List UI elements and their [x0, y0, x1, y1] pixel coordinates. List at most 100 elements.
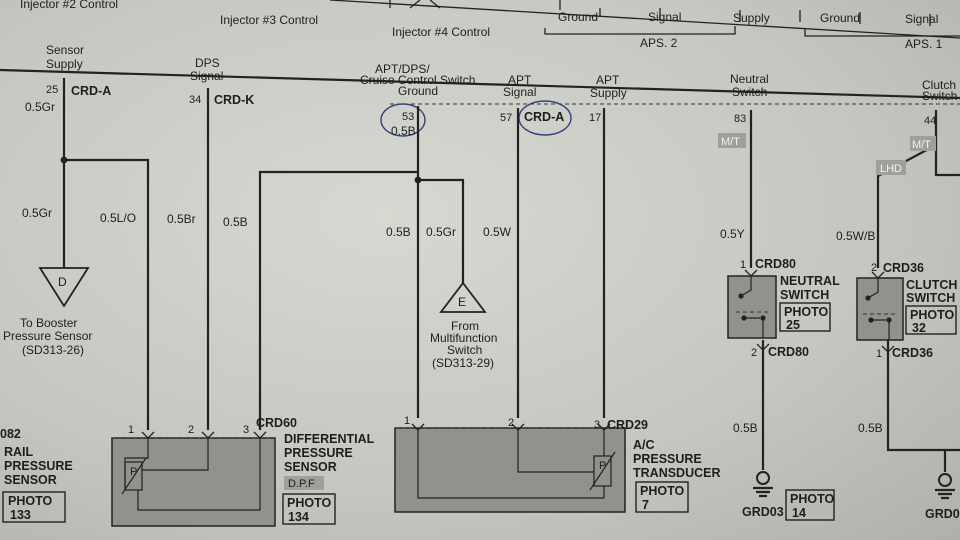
- ref-d: D: [58, 275, 67, 289]
- aps2-signal-label: Signal: [648, 10, 681, 24]
- header-neutral-2: Switch: [732, 85, 767, 99]
- wire-label: 0.5Br: [167, 212, 196, 226]
- header-dps: DPS: [195, 56, 220, 70]
- ac-label-1: A/C: [633, 438, 655, 452]
- ground-photo-number: 14: [792, 506, 806, 520]
- aps2-label: APS. 2: [640, 36, 678, 50]
- clutch-photo-number: 32: [912, 321, 926, 335]
- diff-photo-number: 134: [288, 510, 309, 524]
- triangle-d-icon: [38, 267, 90, 308]
- rail-pin-3: 3: [243, 424, 249, 436]
- pin-44: 44: [924, 115, 936, 127]
- ground-grd03: GRD03 PHOTO 14: [742, 471, 835, 521]
- wire-label: 0.5B: [858, 421, 883, 435]
- header-neutral: Neutral: [730, 72, 769, 86]
- connector-crd-a: CRD-A: [71, 84, 111, 98]
- wire-color-labels: 0.5Gr 0.5B 0.5Gr 0.5L/O 0.5Br 0.5B 0.5B …: [22, 100, 883, 435]
- connector-crd80-2: CRD80: [768, 345, 809, 359]
- ac-pin-3: 3: [594, 419, 600, 431]
- pin-34: 34: [189, 94, 201, 106]
- wire-label: 0.5B: [386, 225, 411, 239]
- connector-crd-k: CRD-K: [214, 93, 254, 107]
- injector-3-label: Injector #3 Control: [220, 13, 318, 27]
- connector-crd36: CRD36: [883, 261, 924, 275]
- clutch-photo: PHOTO: [910, 308, 954, 322]
- differential-pressure-sensor-label: DIFFERENTIAL PRESSURE SENSOR D.P.F PHOTO…: [282, 432, 375, 525]
- header-cruise-1: APT/DPS/: [375, 62, 430, 76]
- option-tags: M/T M/T LHD: [718, 133, 936, 175]
- aps2-ground-label: Ground: [558, 10, 598, 24]
- wire-label: 0.5Gr: [426, 225, 456, 239]
- ac-pin-1: 1: [404, 415, 410, 427]
- ac-label-3: TRANSDUCER: [633, 466, 721, 480]
- clutch-label-2: SWITCH: [906, 291, 955, 305]
- ground-grd0: GRD0: [925, 473, 960, 521]
- ref-booster-3: (SD313-26): [22, 343, 84, 357]
- top-connector-region: Injector #2 Control Injector #3 Control …: [20, 0, 960, 51]
- wire-label: 0.5L/O: [100, 211, 136, 225]
- pin-83: 83: [734, 113, 746, 125]
- aps2-supply-label: Supply: [733, 11, 770, 25]
- wire-label: 0.5B: [223, 215, 248, 229]
- diff-label-3: SENSOR: [284, 460, 337, 474]
- ref-mf-4: (SD313-29): [432, 356, 494, 370]
- tag-lhd: LHD: [880, 163, 902, 175]
- injector-4-label: Injector #4 Control: [392, 25, 490, 39]
- ref-booster-pressure: D To Booster Pressure Sensor (SD313-26): [3, 267, 92, 357]
- ref-multifunction: E From Multifunction Switch (SD313-29): [430, 281, 497, 370]
- header-clutch-2: Switch: [922, 89, 957, 103]
- aps1-label: APS. 1: [905, 37, 943, 51]
- ac-photo-number: 7: [642, 498, 649, 512]
- ref-mf-1: From: [451, 319, 479, 333]
- header-dps-signal: Signal: [190, 69, 223, 83]
- clutch-label-1: CLUTCH: [906, 278, 957, 292]
- header-sensor-supply-2: Supply: [46, 57, 83, 71]
- ref-mf-2: Multifunction: [430, 331, 497, 345]
- rail-pin-2: 2: [188, 424, 194, 436]
- neutral-photo-number: 25: [786, 318, 800, 332]
- wire-label: 0.5Gr: [22, 206, 52, 220]
- ref-e: E: [458, 295, 466, 309]
- tag-mt: M/T: [721, 136, 740, 148]
- diff-photo: PHOTO: [287, 496, 331, 510]
- pressure-symbol-2: P: [599, 460, 606, 472]
- column-headers: Sensor Supply DPS Signal APT/DPS/ Cruise…: [46, 43, 957, 103]
- triangle-e-icon: [439, 281, 487, 313]
- injector-2-label: Injector #2 Control: [20, 0, 118, 11]
- header-clutch: Clutch: [922, 78, 956, 92]
- neutral-label-2: SWITCH: [780, 288, 829, 302]
- header-cruise-3: Ground: [398, 84, 438, 98]
- wire-label: 0.5B: [733, 421, 758, 435]
- pin-numbers: 25 CRD-A 34 CRD-K 53 57 CRD-A 17 83 44: [46, 84, 936, 127]
- wire-harness: [60, 78, 960, 472]
- rail-label-2: PRESSURE: [4, 459, 73, 473]
- clutch-switch: 2 CRD36 CLUTCH SWITCH PHOTO 32 1 CRD36: [856, 261, 957, 360]
- rail-pressure-sensor: 082 RAIL PRESSURE SENSOR PHOTO 133 1 2 3…: [0, 416, 297, 527]
- wire-label: 0.5W/B: [836, 229, 875, 243]
- tag-mt-2: M/T: [912, 139, 931, 151]
- rail-photo-number: 133: [10, 508, 31, 522]
- connector-crd-a-2: CRD-A: [524, 110, 564, 124]
- rail-label-3: SENSOR: [4, 473, 57, 487]
- connector-crd36-2: CRD36: [892, 346, 933, 360]
- ref-mf-3: Switch: [447, 343, 482, 357]
- neutral-pin-2: 2: [751, 347, 757, 359]
- ecm-connector-edge: [0, 68, 960, 100]
- aps1-ground-label: Ground: [820, 11, 860, 25]
- ground-terminal-icon-2: [938, 473, 952, 487]
- rail-label-1: RAIL: [4, 445, 34, 459]
- pen-circle-pin-53: [380, 103, 426, 137]
- pin-53: 53: [402, 111, 414, 123]
- neutral-switch: 1 CRD80 NEUTRAL SWITCH PHOTO 25 2 CRD80: [727, 257, 840, 359]
- neutral-photo: PHOTO: [784, 305, 828, 319]
- connector-crd80: CRD80: [755, 257, 796, 271]
- dpf-tag: D.P.F: [288, 478, 315, 490]
- pressure-symbol: P: [130, 466, 137, 478]
- clutch-pin-1: 1: [876, 348, 882, 360]
- ground-grd0-label: GRD0: [925, 507, 960, 521]
- header-apt-supply: APT: [596, 73, 620, 87]
- ground-grd03-label: GRD03: [742, 505, 784, 519]
- ac-label-2: PRESSURE: [633, 452, 702, 466]
- ground-terminal-icon: [756, 471, 770, 485]
